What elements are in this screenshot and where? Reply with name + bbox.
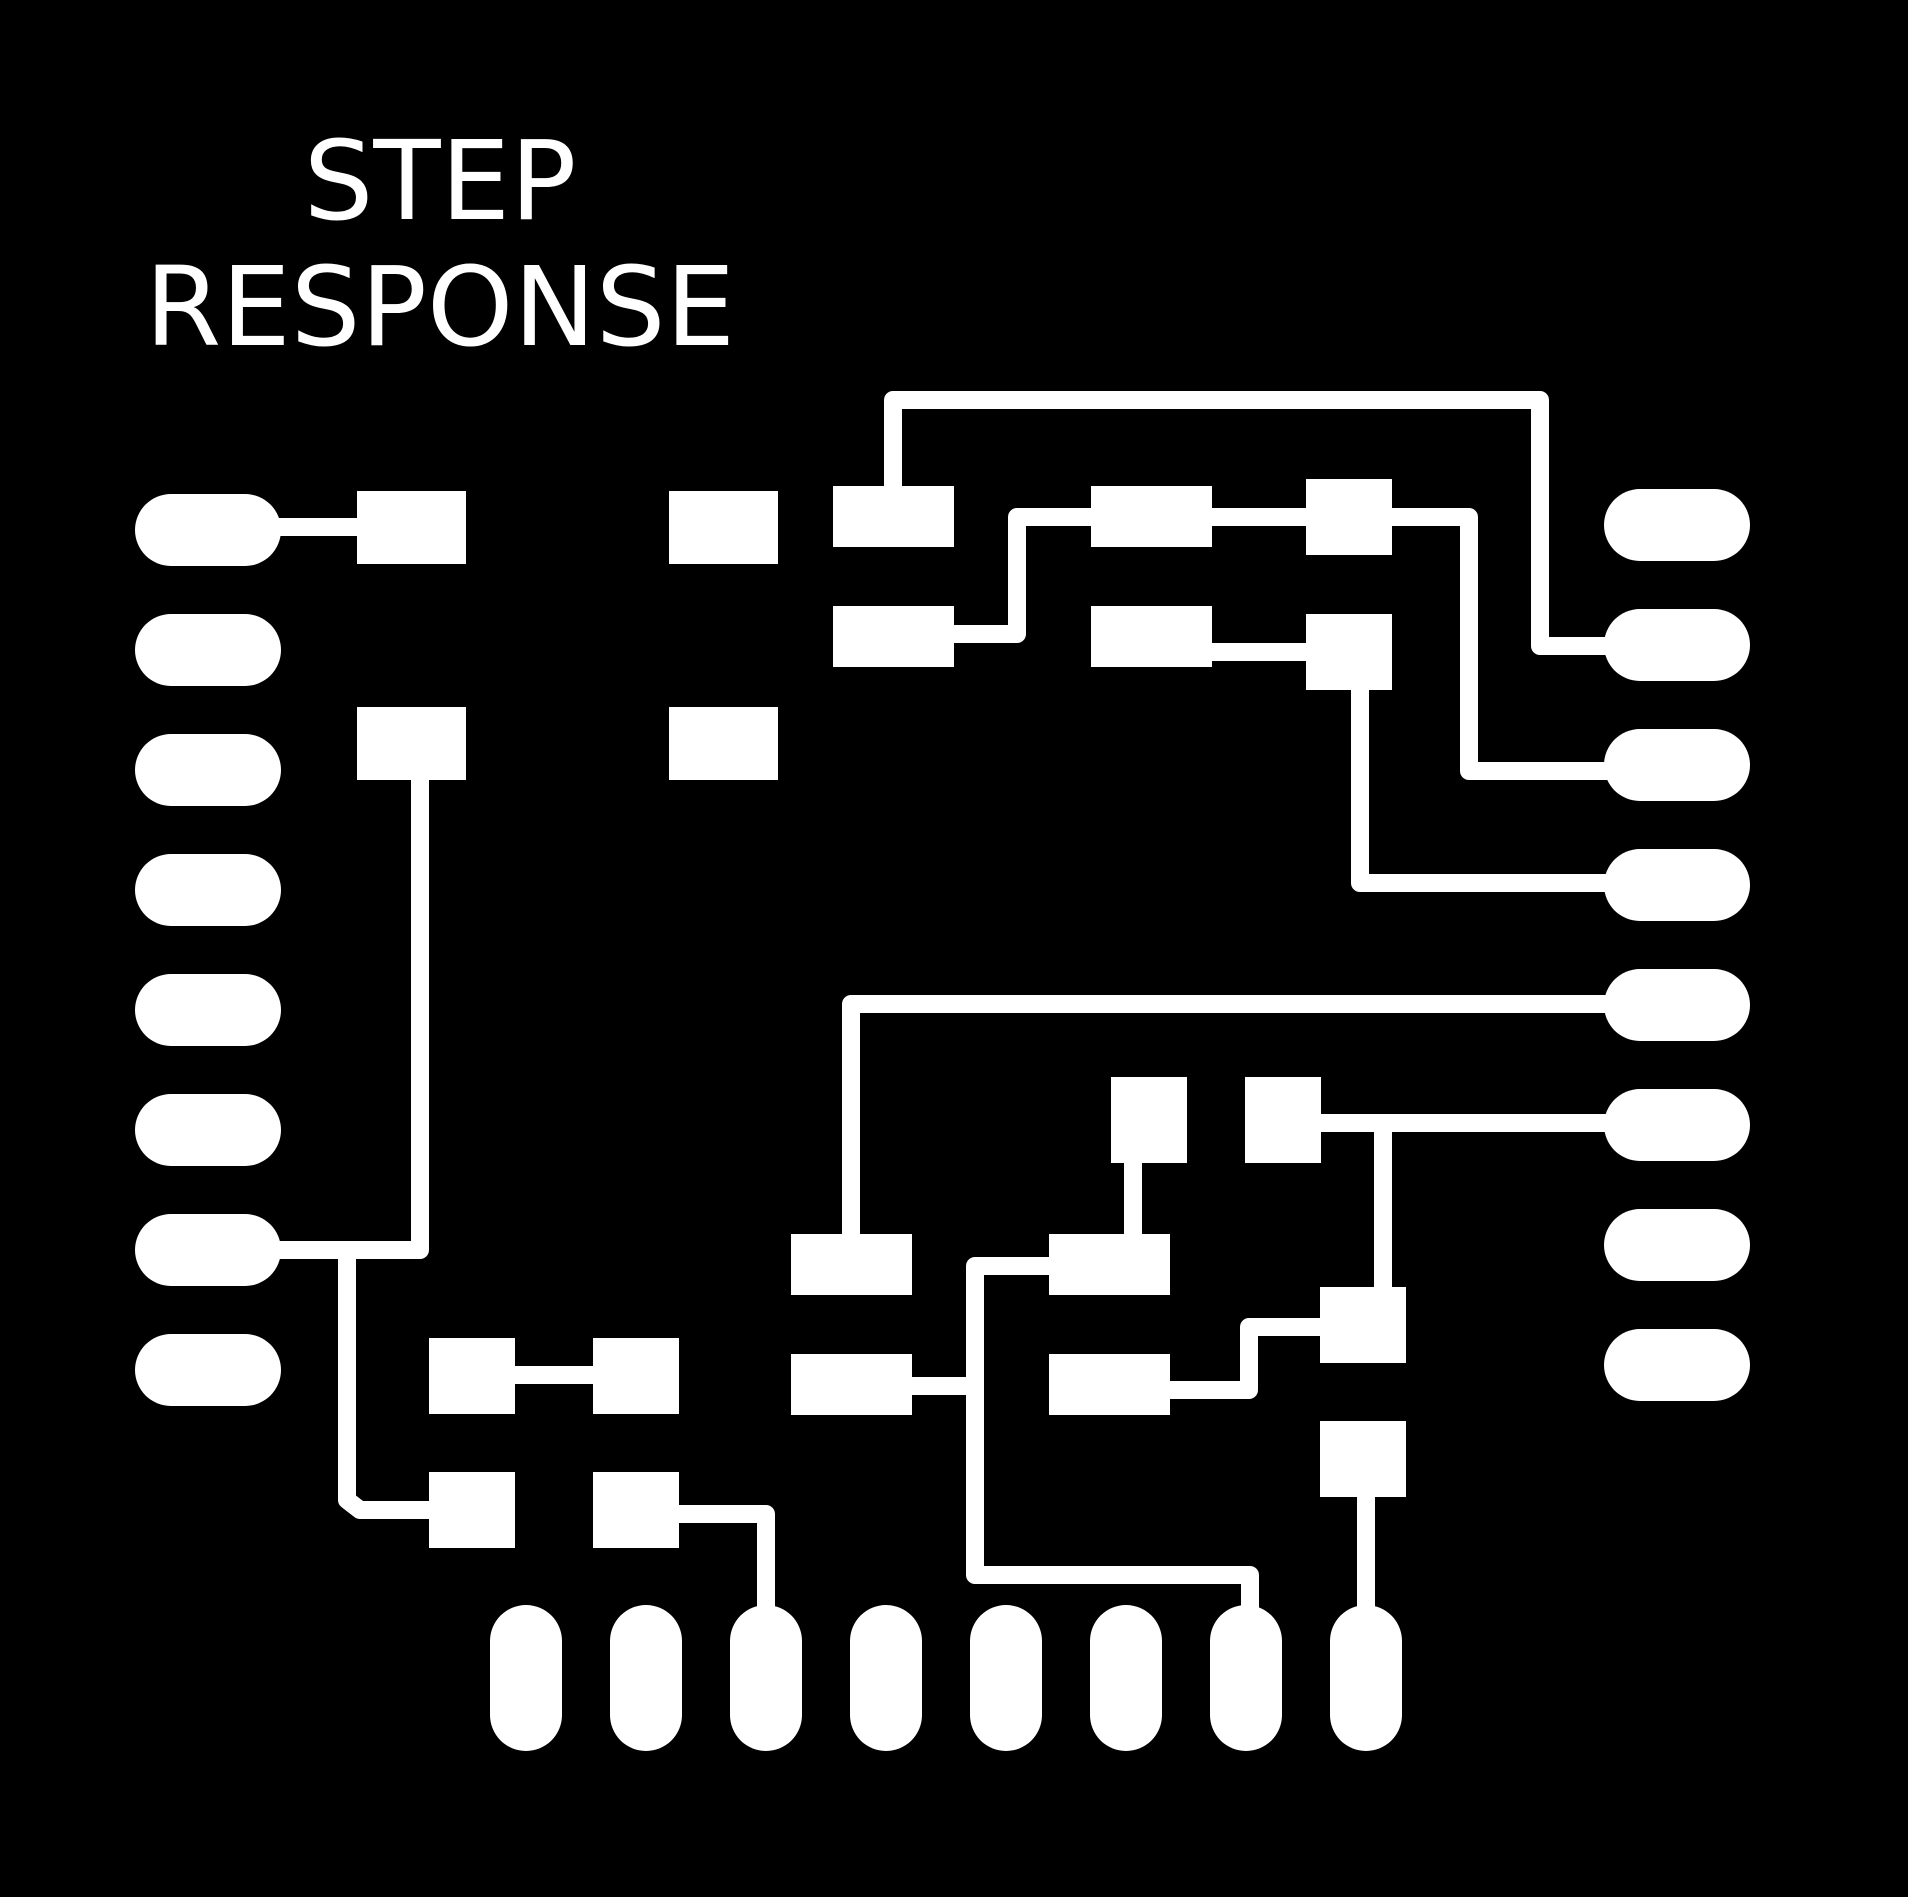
smd-pad-c1-2 [1306, 614, 1392, 690]
smd-pad-c4-2 [593, 1338, 679, 1414]
board-title-line2: RESPONSE [144, 243, 736, 371]
trace-lower-bottom [631, 1505, 775, 1649]
smd-pad-u1-2 [669, 491, 778, 564]
left-pad-2 [135, 614, 281, 686]
right-pad-2 [1604, 609, 1750, 681]
smd-pad-c4-1 [429, 1338, 515, 1414]
smd-pad-r3-2 [791, 1354, 912, 1415]
trace-to-right4 [1351, 671, 1639, 892]
trace-mid-row [941, 508, 1109, 643]
right-header [1604, 489, 1750, 1401]
smd-pad-c2-2 [1245, 1077, 1321, 1163]
left-pad-3 [135, 734, 281, 806]
bottom-pad-3 [730, 1605, 802, 1751]
trace-top-loop [884, 391, 1639, 655]
smd-pad-c5-1 [429, 1472, 515, 1548]
bottom-pad-7 [1210, 1605, 1282, 1751]
trace-big-loop [966, 1257, 1259, 1649]
smd-pad-r2-1 [1091, 486, 1212, 547]
right-pad-4 [1604, 849, 1750, 921]
board-title: STEP RESPONSE [140, 118, 740, 370]
right-pad-7 [1604, 1209, 1750, 1281]
right-pad-8 [1604, 1329, 1750, 1401]
bottom-pad-6 [1090, 1605, 1162, 1751]
smd-pad-r2-2 [1091, 606, 1212, 667]
smd-pad-c3-2 [1320, 1421, 1406, 1497]
smd-pads [357, 479, 1406, 1548]
left-pad-4 [135, 854, 281, 926]
smd-pad-r3-1 [791, 1234, 912, 1295]
smd-pad-r4-2 [1049, 1354, 1170, 1415]
smd-pad-c2-1 [1111, 1077, 1187, 1163]
trace-lower-right [1141, 1318, 1349, 1399]
smd-pad-c5-2 [593, 1472, 679, 1548]
trace-to-right3 [1381, 508, 1639, 780]
left-pad-5 [135, 974, 281, 1046]
smd-pad-c1-1 [1306, 479, 1392, 555]
bottom-pad-1 [490, 1605, 562, 1751]
right-pad-1 [1604, 489, 1750, 561]
left-pad-7 [135, 1214, 281, 1286]
right-pad-5 [1604, 969, 1750, 1041]
trace-right5 [842, 995, 1639, 1249]
left-pad-1 [135, 494, 281, 566]
trace-left-down [338, 1241, 449, 1519]
bottom-header [490, 1605, 1402, 1751]
bottom-pad-2 [610, 1605, 682, 1751]
smd-pad-r1-1 [833, 486, 954, 547]
smd-pad-c3-1 [1320, 1287, 1406, 1363]
smd-pad-r4-1 [1049, 1234, 1170, 1295]
smd-pad-r1-2 [833, 606, 954, 667]
traces [241, 391, 1639, 1649]
bottom-pad-8 [1330, 1605, 1402, 1751]
right-pad-6 [1604, 1089, 1750, 1161]
right-pad-3 [1604, 729, 1750, 801]
left-pad-8 [135, 1334, 281, 1406]
smd-pad-u1-1 [357, 491, 466, 564]
smd-pad-u1-4 [669, 707, 778, 780]
smd-pad-u1-3 [357, 707, 466, 780]
bottom-pad-4 [850, 1605, 922, 1751]
bottom-pad-5 [970, 1605, 1042, 1751]
left-pad-6 [135, 1094, 281, 1166]
left-header [135, 494, 281, 1406]
board-title-line1: STEP [303, 117, 577, 245]
trace-left-vertical [241, 751, 429, 1259]
